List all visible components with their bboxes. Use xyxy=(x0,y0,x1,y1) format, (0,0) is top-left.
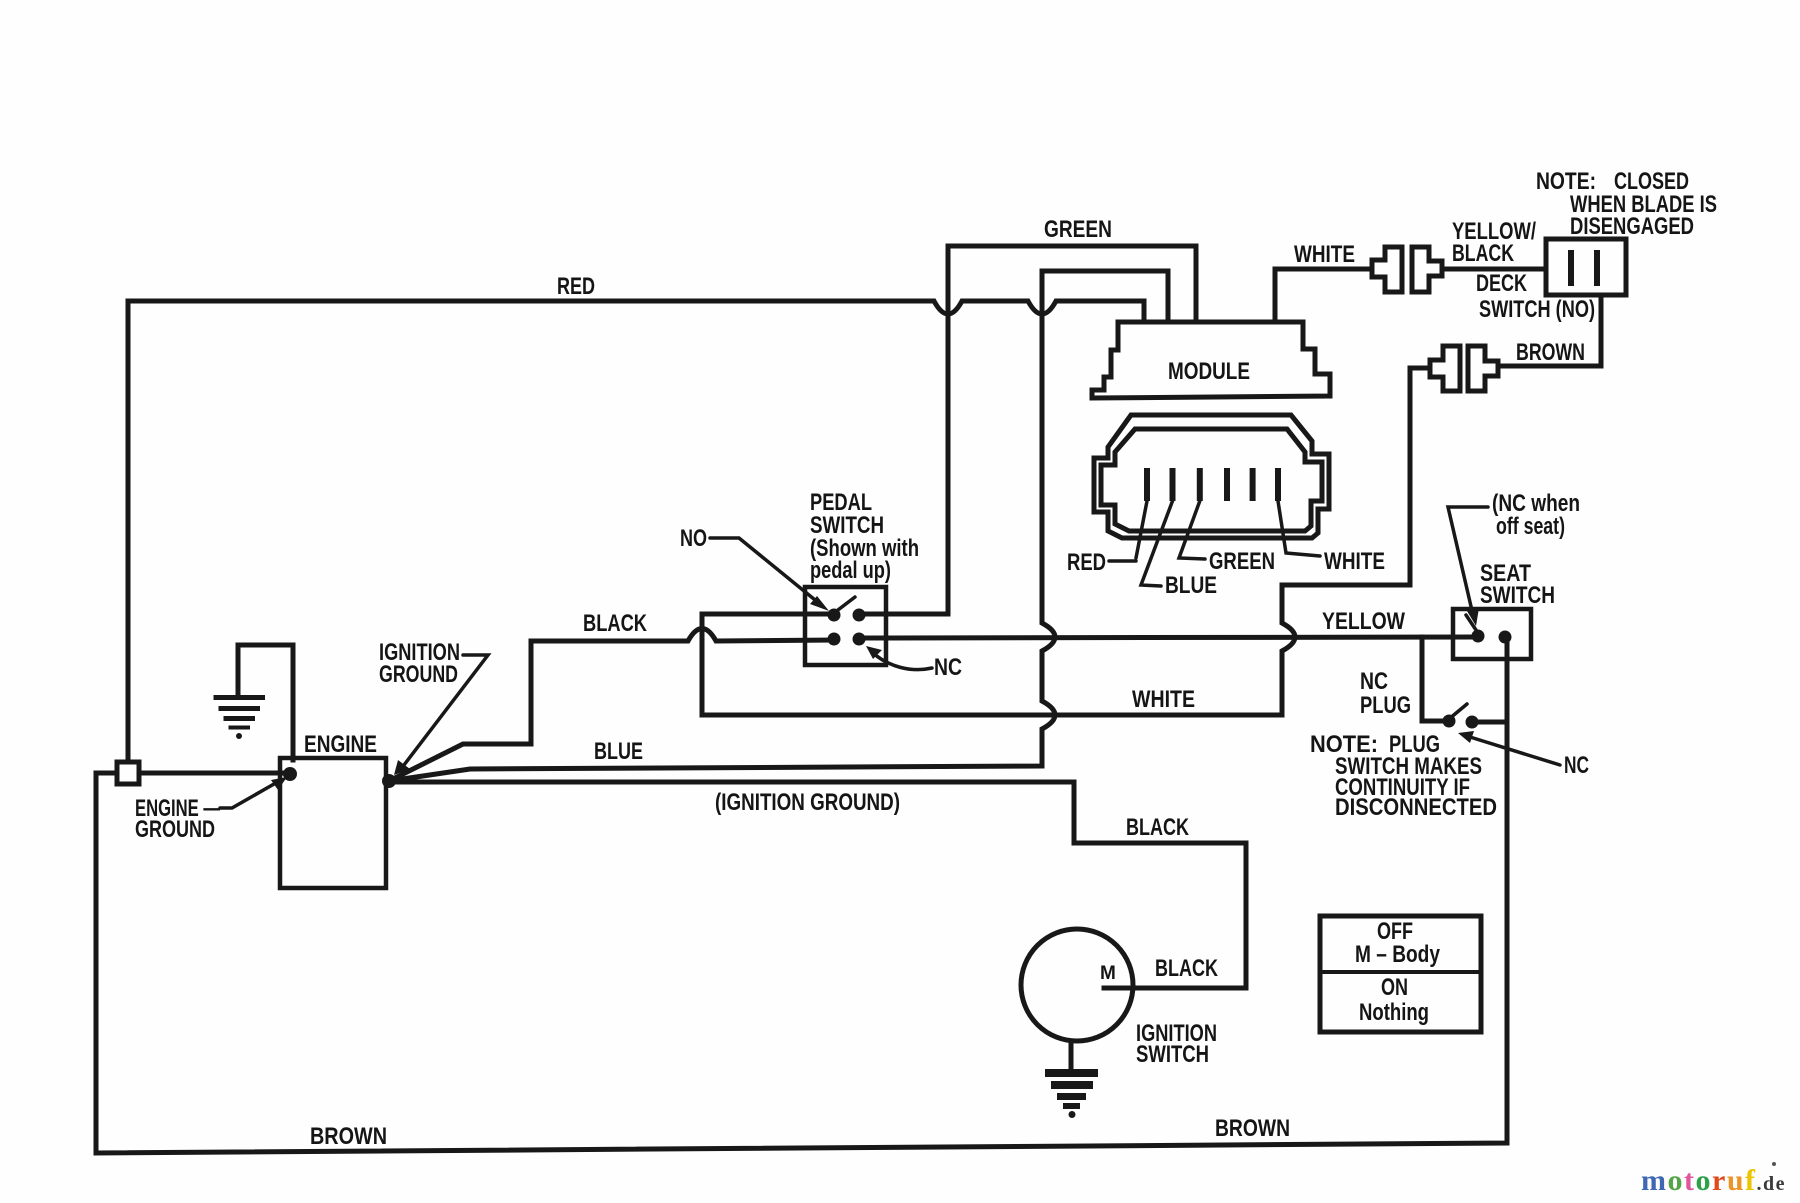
svg-text:BLACK: BLACK xyxy=(583,610,647,637)
svg-text:motoruf.de: motoruf.de xyxy=(1641,1164,1786,1197)
svg-text:Nothing: Nothing xyxy=(1359,999,1429,1026)
svg-text:M – Body: M – Body xyxy=(1355,941,1440,968)
svg-text:BROWN: BROWN xyxy=(1516,339,1585,366)
svg-text:PLUG: PLUG xyxy=(1360,692,1411,719)
svg-text:YELLOW/: YELLOW/ xyxy=(1452,218,1536,245)
svg-text:SWITCH: SWITCH xyxy=(1136,1041,1209,1068)
svg-text:WHITE: WHITE xyxy=(1132,686,1195,713)
svg-text:NC: NC xyxy=(1564,752,1589,779)
svg-text:BROWN: BROWN xyxy=(310,1123,387,1150)
svg-text:DECK: DECK xyxy=(1476,270,1527,297)
svg-text:DISENGAGED: DISENGAGED xyxy=(1570,213,1694,240)
svg-text:SWITCH: SWITCH xyxy=(1480,582,1555,609)
svg-text:CONTINUITY IF: CONTINUITY IF xyxy=(1335,774,1470,801)
svg-text:SWITCH (NO): SWITCH (NO) xyxy=(1479,296,1595,323)
svg-text:NO: NO xyxy=(680,525,707,552)
svg-text:NOTE:: NOTE: xyxy=(1310,731,1378,758)
svg-text:RED: RED xyxy=(1067,549,1106,576)
svg-text:BLACK: BLACK xyxy=(1452,240,1514,267)
svg-text:YELLOW: YELLOW xyxy=(1322,608,1406,635)
svg-text:WHEN BLADE IS: WHEN BLADE IS xyxy=(1570,191,1717,218)
svg-text:PLUG: PLUG xyxy=(1389,731,1440,758)
svg-text:SEAT: SEAT xyxy=(1480,560,1531,587)
svg-text:RED: RED xyxy=(557,273,595,300)
svg-text:GREEN: GREEN xyxy=(1209,548,1275,575)
svg-text:M: M xyxy=(1100,963,1116,984)
svg-text:SWITCH: SWITCH xyxy=(810,512,884,539)
svg-text:(NC when: (NC when xyxy=(1492,490,1580,517)
svg-text:ENGINE: ENGINE xyxy=(304,731,377,758)
svg-text:GROUND: GROUND xyxy=(135,816,215,843)
svg-text:BROWN: BROWN xyxy=(1215,1115,1290,1142)
svg-text:WHITE: WHITE xyxy=(1324,548,1385,575)
svg-text:SWITCH MAKES: SWITCH MAKES xyxy=(1335,753,1482,780)
svg-text:CLOSED: CLOSED xyxy=(1614,168,1689,195)
svg-text:NOTE:: NOTE: xyxy=(1536,168,1596,195)
svg-text:GREEN: GREEN xyxy=(1044,216,1112,243)
svg-text:(Shown with: (Shown with xyxy=(810,535,919,562)
svg-text:pedal up): pedal up) xyxy=(810,557,891,584)
svg-text:IGNITION: IGNITION xyxy=(379,639,460,666)
svg-text:OFF: OFF xyxy=(1377,918,1413,945)
svg-text:BLUE: BLUE xyxy=(594,738,643,765)
svg-text:WHITE: WHITE xyxy=(1294,241,1355,268)
svg-text:NC: NC xyxy=(934,654,962,681)
svg-text:ON: ON xyxy=(1381,974,1408,1001)
svg-text:NC: NC xyxy=(1360,668,1388,695)
svg-text:ENGINE —: ENGINE — xyxy=(135,795,220,822)
svg-text:(IGNITION GROUND): (IGNITION GROUND) xyxy=(715,789,900,816)
svg-text:BLUE: BLUE xyxy=(1165,572,1217,599)
svg-text:BLACK: BLACK xyxy=(1126,814,1189,841)
svg-text:MODULE: MODULE xyxy=(1168,358,1250,385)
svg-text:PEDAL: PEDAL xyxy=(810,489,872,516)
svg-text:GROUND: GROUND xyxy=(379,661,458,688)
svg-text:DISCONNECTED: DISCONNECTED xyxy=(1335,794,1497,821)
svg-text:BLACK: BLACK xyxy=(1155,955,1218,982)
svg-text:off seat): off seat) xyxy=(1496,513,1565,540)
svg-text:IGNITION: IGNITION xyxy=(1136,1020,1217,1047)
